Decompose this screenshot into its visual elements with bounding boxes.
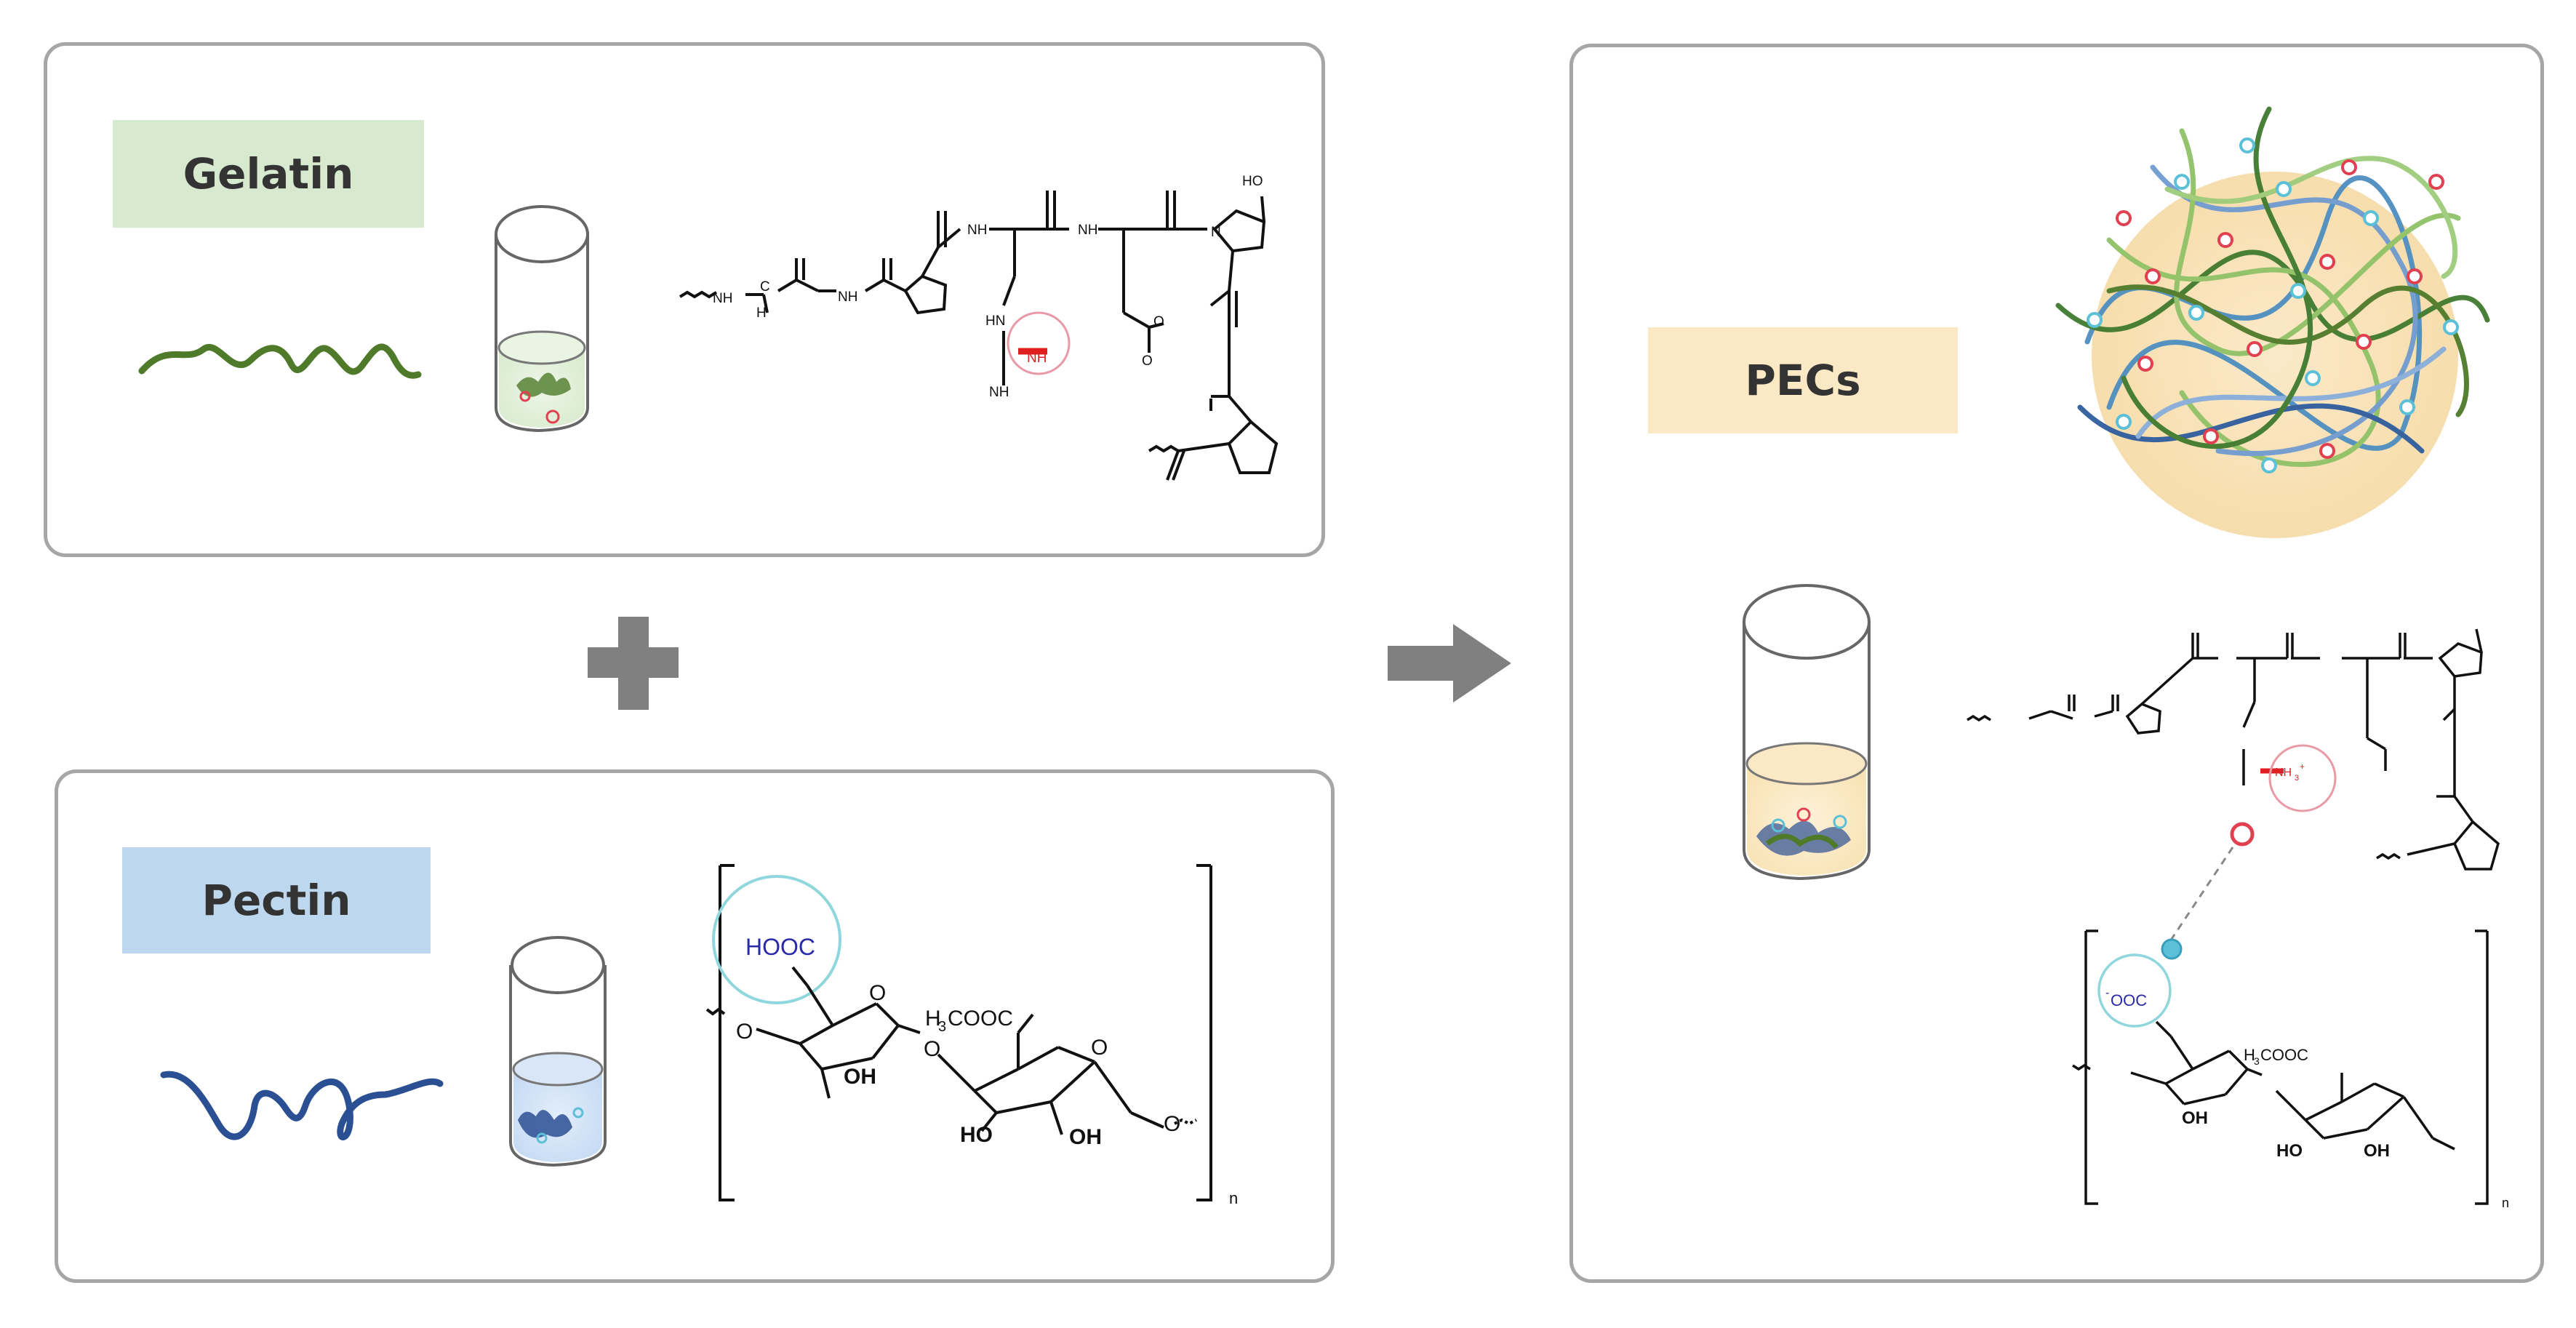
pecs-vial	[1743, 584, 1871, 881]
gelatin-strand	[138, 343, 422, 379]
svg-text:HO: HO	[2276, 1141, 2303, 1161]
pectin-vial	[509, 936, 607, 1167]
pecs-pectin-labels: OOC - H 3 COOC OH HO OH n	[2105, 987, 2509, 1210]
pecs-pectin-structure	[2072, 929, 2489, 1205]
ion-pair	[2161, 822, 2255, 960]
svg-text:O: O	[1153, 314, 1164, 329]
svg-text:n: n	[2502, 1196, 2509, 1210]
svg-text:NH: NH	[1027, 351, 1047, 366]
svg-text:HOOC: HOOC	[745, 934, 815, 960]
svg-text:NH: NH	[989, 385, 1009, 400]
svg-text:O: O	[736, 1020, 753, 1044]
gelatin-structure-labels: NH C H NH NH NH HN NH NH O HO O N	[713, 174, 1263, 400]
gelatin-vial	[495, 205, 589, 433]
plus-sign	[588, 617, 679, 710]
svg-text:HO: HO	[960, 1123, 993, 1147]
svg-text:O: O	[924, 1037, 940, 1061]
pecs-gelatin-labels: NH 3 +	[2275, 761, 2305, 783]
svg-text:O: O	[1164, 1112, 1180, 1136]
svg-text:OOC: OOC	[2111, 991, 2147, 1009]
pecs-label: PECs	[1648, 327, 1958, 433]
svg-text:H: H	[925, 1007, 941, 1031]
svg-text:OH: OH	[844, 1065, 876, 1089]
svg-text:OH: OH	[2364, 1141, 2390, 1161]
pecs-gelatin-structure	[1967, 628, 2500, 946]
right-arrow	[1388, 624, 1511, 703]
svg-text:-: -	[2105, 987, 2109, 999]
pecs-complex-blob	[2055, 106, 2490, 538]
svg-text:NH: NH	[1078, 223, 1097, 238]
svg-text:NH: NH	[2275, 767, 2292, 779]
svg-text:HO: HO	[1242, 174, 1263, 189]
svg-text:O: O	[1142, 353, 1153, 369]
svg-text:OH: OH	[2182, 1108, 2208, 1128]
svg-text:O: O	[869, 981, 886, 1005]
svg-text:3: 3	[938, 1019, 946, 1035]
svg-text:O: O	[1091, 1036, 1108, 1060]
pectin-label: Pectin	[122, 847, 431, 953]
svg-text:H: H	[756, 305, 767, 321]
svg-text:n: n	[1229, 1189, 1238, 1207]
svg-text:3: 3	[2254, 1055, 2260, 1067]
pectin-structure	[705, 864, 1212, 1201]
svg-text:3: 3	[2295, 774, 2299, 783]
pectin-structure-labels: HOOC H 3 COOC OH HO OH O O O O O n	[736, 934, 1238, 1207]
svg-text:H: H	[2244, 1046, 2255, 1064]
svg-text:N: N	[1211, 225, 1221, 240]
svg-text:HN: HN	[985, 313, 1005, 329]
svg-text:+: +	[2300, 761, 2305, 772]
gelatin-structure	[679, 191, 1279, 481]
svg-text:OH: OH	[1069, 1125, 1102, 1149]
svg-text:COOC: COOC	[948, 1007, 1013, 1031]
pectin-strand	[160, 1071, 444, 1140]
svg-text:COOC: COOC	[2260, 1046, 2308, 1064]
svg-text:NH: NH	[713, 291, 732, 306]
svg-text:C: C	[760, 279, 770, 295]
svg-text:NH: NH	[838, 289, 857, 305]
svg-text:NH: NH	[967, 223, 987, 238]
gelatin-label: Gelatin	[113, 120, 424, 228]
